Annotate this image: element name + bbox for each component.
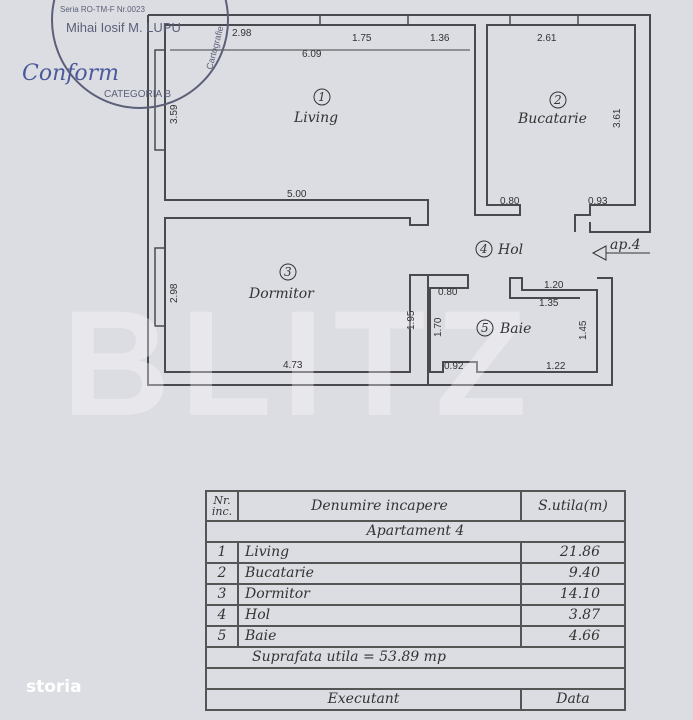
svg-text:0.80: 0.80 <box>500 196 520 207</box>
room-dormitor: Dormitor <box>248 286 315 302</box>
svg-text:0.80: 0.80 <box>438 287 458 298</box>
svg-text:1.70: 1.70 <box>433 317 444 337</box>
svg-text:5.00: 5.00 <box>287 189 307 200</box>
svg-text:2.98: 2.98 <box>169 283 180 303</box>
svg-text:1.95: 1.95 <box>406 310 417 330</box>
svg-text:6.09: 6.09 <box>302 49 322 60</box>
svg-text:1.36: 1.36 <box>430 33 450 44</box>
svg-text:5: 5 <box>481 321 489 335</box>
svg-text:1.20: 1.20 <box>544 280 564 291</box>
room-baie: Baie <box>499 321 531 337</box>
svg-text:0.92: 0.92 <box>444 361 464 372</box>
data-cell: Data <box>520 688 626 711</box>
svg-text:3.59: 3.59 <box>169 104 180 124</box>
svg-text:1: 1 <box>318 90 326 104</box>
total-row: Suprafata utila = 53.89 mp <box>205 646 626 669</box>
svg-text:2.98: 2.98 <box>232 28 252 39</box>
window <box>509 14 579 26</box>
svg-text:Cartografie: Cartografie <box>204 25 225 71</box>
room-hol: Hol <box>497 242 523 258</box>
entrance-arrow-icon <box>591 245 607 261</box>
svg-text:1.75: 1.75 <box>352 33 372 44</box>
entrance-label: ap.4 <box>610 237 641 253</box>
window <box>319 14 409 26</box>
room-labels: 1 Living 2 Bucatarie 3 Dormitor 4 Hol 5 … <box>248 88 650 337</box>
dimensions: 2.98 1.75 1.36 6.09 2.61 3.59 3.61 5.00 … <box>169 28 623 372</box>
col-area: S.utila(m) <box>520 490 626 522</box>
room-bucatarie: Bucatarie <box>517 111 587 127</box>
group-row: Apartament 4 <box>205 520 626 543</box>
watermark: BLITZ <box>62 279 537 447</box>
svg-text:Seria RO-TM-F Nr.0023: Seria RO-TM-F Nr.0023 <box>60 5 145 14</box>
blank-row <box>205 667 626 690</box>
svg-text:3.61: 3.61 <box>612 108 623 128</box>
window <box>154 49 166 151</box>
svg-text:1.35: 1.35 <box>539 298 559 309</box>
signature: Conform <box>22 61 119 86</box>
col-nr: Nr. inc. <box>205 490 239 522</box>
svg-text:2: 2 <box>553 93 562 107</box>
svg-text:0.93: 0.93 <box>588 196 608 207</box>
svg-text:Mihai Iosif M. LUPU: Mihai Iosif M. LUPU <box>66 20 181 35</box>
svg-text:4: 4 <box>479 242 488 256</box>
col-name: Denumire incapere <box>237 490 522 522</box>
walls <box>147 14 651 386</box>
svg-text:1.22: 1.22 <box>546 361 566 372</box>
area-table: Nr. inc. Denumire incapere S.utila(m) Ap… <box>205 490 626 711</box>
surveyor-stamp: Seria RO-TM-F Nr.0023 Mihai Iosif M. LUP… <box>22 0 229 109</box>
svg-text:3: 3 <box>284 265 292 279</box>
storia-logo: storia <box>26 677 82 697</box>
svg-text:2.61: 2.61 <box>537 33 557 44</box>
executant-cell: Executant <box>205 688 522 711</box>
svg-text:4.73: 4.73 <box>283 360 303 371</box>
svg-text:CATEGORIA B: CATEGORIA B <box>104 89 171 100</box>
room-living: Living <box>293 110 338 126</box>
window <box>154 247 166 327</box>
svg-text:1.45: 1.45 <box>578 320 589 340</box>
